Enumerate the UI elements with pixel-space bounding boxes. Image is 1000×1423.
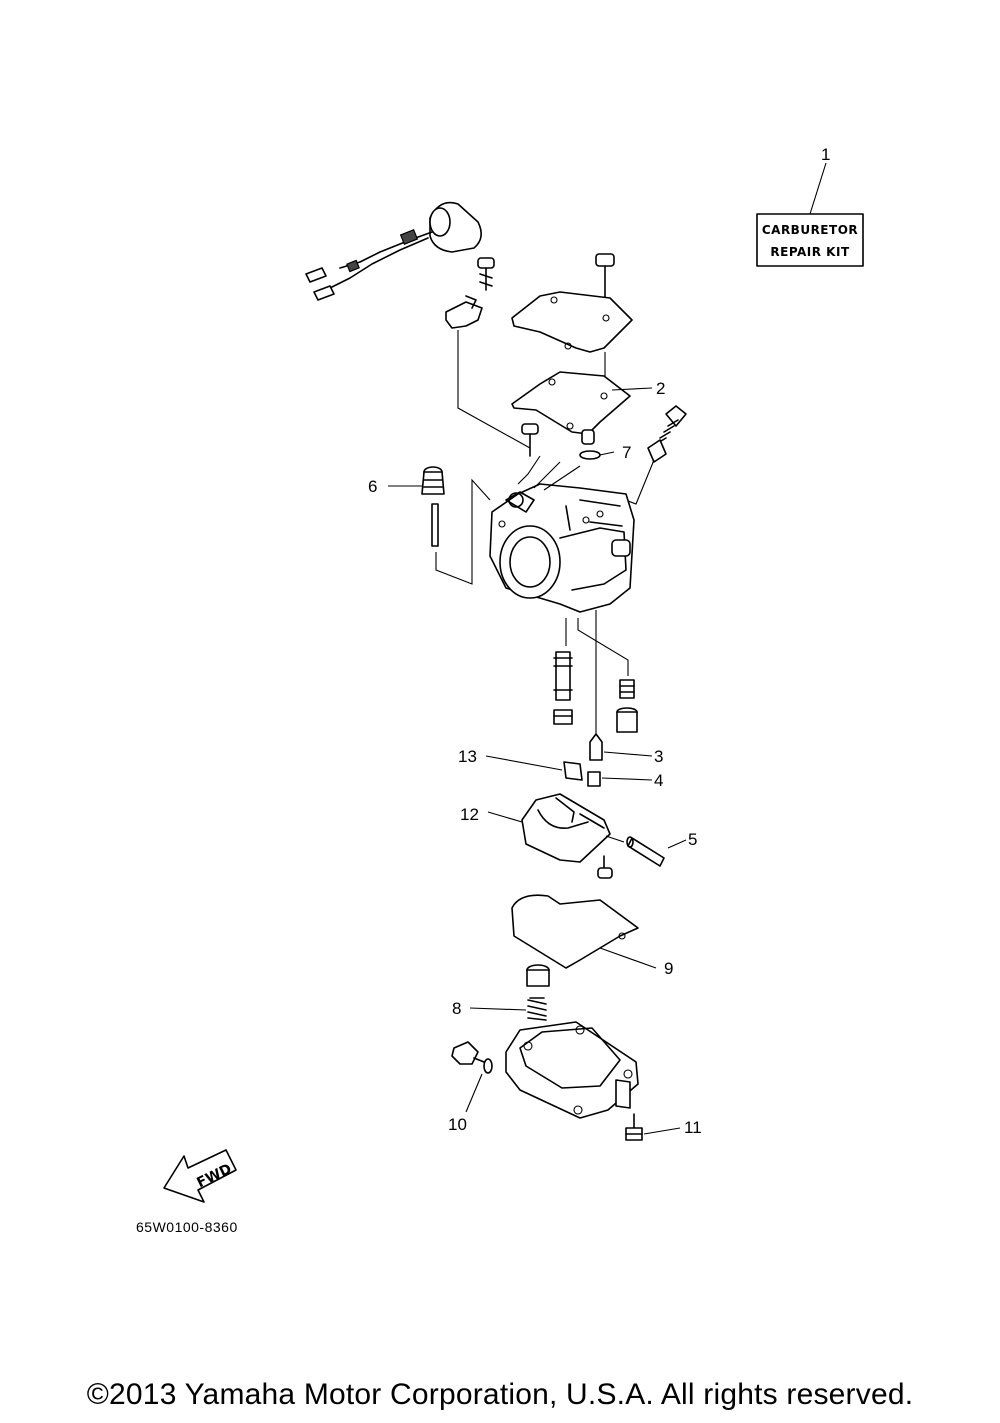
- leader-8: [469, 1007, 527, 1011]
- leader-11: [643, 1127, 681, 1135]
- leader-12: [487, 811, 523, 823]
- bowl-screw: [625, 1113, 643, 1141]
- callout-7: 7: [622, 443, 631, 462]
- callout-5: 5: [688, 830, 697, 849]
- main-nozzle: [553, 651, 573, 701]
- needle-clip: [563, 761, 583, 781]
- top-cover-plate: [511, 253, 633, 353]
- float-bowl: [505, 1021, 639, 1119]
- pilot-jet: [619, 679, 635, 699]
- callout-4: 4: [654, 771, 663, 790]
- choke-solenoid-assembly: [305, 201, 482, 301]
- leader-13: [485, 755, 563, 771]
- jet-holder: [616, 707, 638, 733]
- callout-8: 8: [452, 999, 461, 1018]
- copyright-notice: ©2013 Yamaha Motor Corporation, U.S.A. A…: [86, 1378, 914, 1411]
- float-pin: [626, 836, 665, 867]
- repair-kit-label-line2: REPAIR KIT: [770, 245, 850, 259]
- carburetor-body: [489, 483, 635, 613]
- leader-body-a: [517, 455, 541, 485]
- drain-cap: [526, 964, 550, 987]
- body-screw: [521, 423, 539, 457]
- diagram-part-number: 65W0100-8360: [136, 1219, 238, 1235]
- main-jet: [553, 709, 573, 725]
- leader-4: [601, 777, 653, 781]
- leader-3: [603, 751, 653, 757]
- needle-valve: [589, 733, 603, 761]
- needle-seat: [587, 771, 601, 787]
- o-ring: [579, 450, 601, 460]
- leader-10: [465, 1073, 483, 1113]
- drain-screw: [451, 1041, 485, 1065]
- leader-body-b: [533, 461, 561, 489]
- callout-3: 3: [654, 747, 663, 766]
- float-bowl-gasket: [511, 894, 639, 969]
- air-jet: [421, 466, 445, 495]
- callout-2: 2: [656, 379, 665, 398]
- callout-6: 6: [368, 477, 377, 496]
- callout-13: 13: [458, 747, 477, 766]
- leader-pin-axis: [605, 835, 625, 843]
- leader-7: [599, 451, 615, 456]
- jet-plug: [581, 429, 595, 445]
- pilot-screw-spring: [647, 405, 687, 463]
- leader-5: [667, 839, 687, 849]
- leader-body-c: [543, 465, 581, 491]
- forward-arrow-icon: FWD: [163, 1149, 237, 1203]
- emulsion-pin: [431, 503, 439, 547]
- cover-gasket: [511, 371, 631, 435]
- callout-10: 10: [448, 1115, 467, 1134]
- repair-kit-label-line1: CARBURETOR: [762, 223, 858, 237]
- leader-clip: [457, 330, 531, 449]
- float: [521, 793, 611, 863]
- leader-jet-b: [577, 618, 629, 676]
- leader-pin: [435, 478, 491, 585]
- float-screw: [597, 855, 613, 879]
- leader-2: [611, 387, 653, 391]
- leader-1: [809, 162, 827, 215]
- callout-9: 9: [664, 959, 673, 978]
- callout-1: 1: [821, 145, 830, 164]
- leader-9: [599, 947, 657, 969]
- callout-12: 12: [460, 805, 479, 824]
- choke-screw: [477, 257, 495, 291]
- repair-kit-box: CARBURETOR REPAIR KIT: [756, 213, 864, 267]
- choke-clip: [445, 295, 483, 329]
- drain-washer: [483, 1058, 493, 1074]
- callout-11: 11: [684, 1118, 702, 1137]
- float-spring: [527, 997, 547, 1021]
